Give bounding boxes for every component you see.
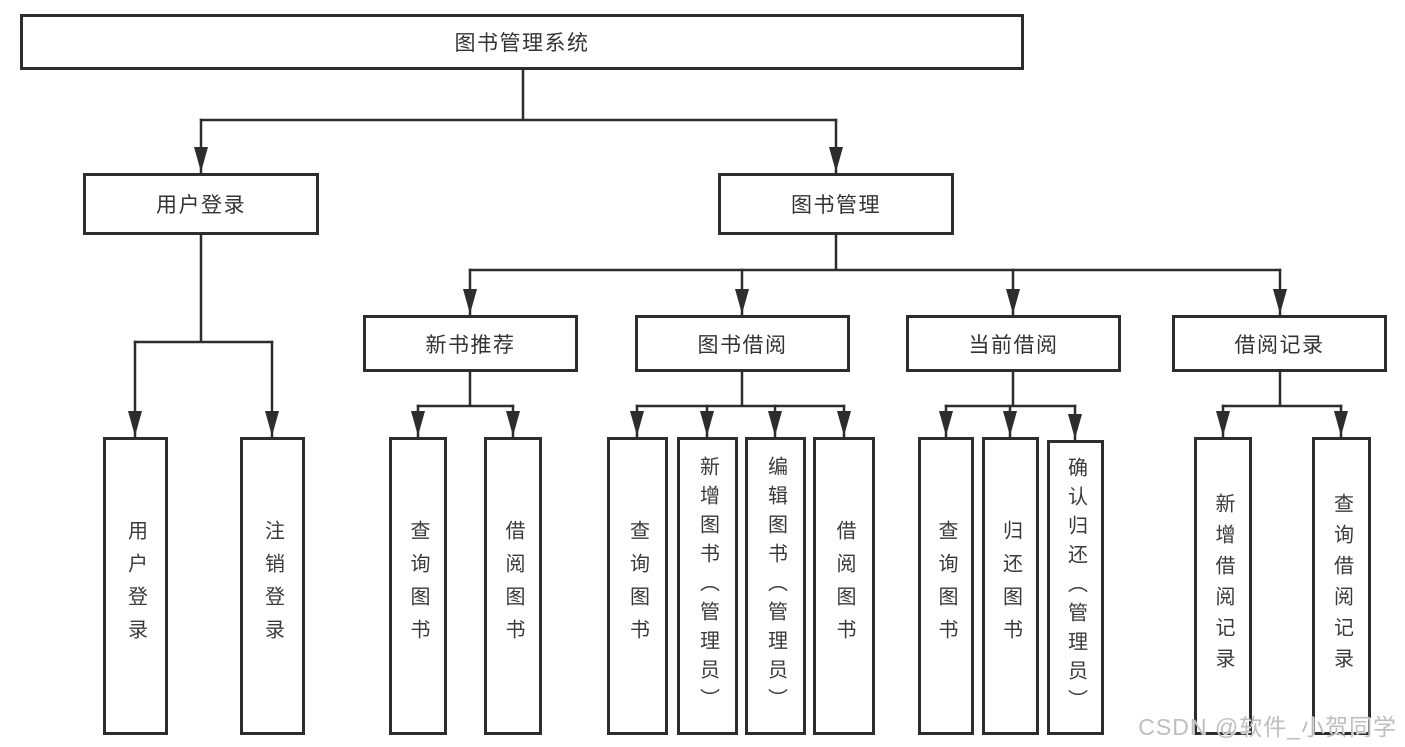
leaf-borrow-edit-books-admin-label: 编辑图书（管理员）: [764, 455, 787, 717]
leaf-records-add-record-label: 新增借阅记录: [1212, 493, 1234, 679]
watermark: CSDN @软件_小贺同学: [1138, 714, 1397, 740]
leaf-current-query-books: 查询图书: [918, 437, 974, 735]
leaf-current-return-books-label: 归还图书: [999, 520, 1022, 652]
leaf-records-query-record-label: 查询借阅记录: [1330, 493, 1353, 679]
node-user-login-label: 用户登录: [156, 194, 246, 217]
node-book-management: 图书管理: [718, 173, 954, 235]
node-book-borrow-label: 图书借阅: [697, 333, 788, 357]
leaf-recommend-query-books: 查询图书: [389, 437, 447, 735]
node-current-borrow-label: 当前借阅: [968, 333, 1059, 357]
node-book-borrow: 图书借阅: [635, 315, 850, 372]
node-book-management-label: 图书管理: [791, 194, 881, 217]
node-user-login: 用户登录: [83, 173, 319, 235]
connector-rails: [128, 68, 1348, 441]
leaf-borrow-add-books-admin: 新增图书（管理员）: [677, 437, 738, 735]
leaf-current-confirm-return-admin: 确认归还（管理员）: [1047, 440, 1104, 735]
leaf-user-login: 用户登录: [103, 437, 168, 735]
node-new-book-recommend-label: 新书推荐: [425, 333, 516, 357]
leaf-logout-login: 注销登录: [240, 437, 305, 735]
node-root-label: 图书管理系统: [454, 32, 590, 55]
leaf-records-add-record: 新增借阅记录: [1194, 437, 1252, 735]
leaf-current-query-books-label: 查询图书: [935, 520, 957, 652]
leaf-current-return-books: 归还图书: [982, 437, 1039, 735]
leaf-borrow-edit-books-admin: 编辑图书（管理员）: [745, 437, 806, 735]
leaf-logout-login-label: 注销登录: [261, 520, 284, 652]
node-borrow-records-label: 借阅记录: [1234, 333, 1325, 357]
leaf-recommend-query-books-label: 查询图书: [407, 520, 429, 652]
leaf-borrow-query-books-label: 查询图书: [626, 520, 649, 652]
leaf-recommend-borrow-books-label: 借阅图书: [502, 520, 524, 652]
leaf-borrow-add-books-admin-label: 新增图书（管理员）: [696, 455, 719, 717]
leaf-user-login-label: 用户登录: [124, 520, 147, 652]
leaf-borrow-borrow-books: 借阅图书: [813, 437, 875, 735]
leaf-recommend-borrow-books: 借阅图书: [484, 437, 542, 735]
leaf-records-query-record: 查询借阅记录: [1312, 437, 1371, 735]
node-root: 图书管理系统: [20, 14, 1024, 70]
node-new-book-recommend: 新书推荐: [363, 315, 578, 372]
leaf-borrow-query-books: 查询图书: [607, 437, 668, 735]
leaf-borrow-borrow-books-label: 借阅图书: [833, 520, 855, 652]
node-borrow-records: 借阅记录: [1172, 315, 1387, 372]
node-current-borrow: 当前借阅: [906, 315, 1121, 372]
leaf-current-confirm-return-admin-label: 确认归还（管理员）: [1064, 457, 1087, 718]
